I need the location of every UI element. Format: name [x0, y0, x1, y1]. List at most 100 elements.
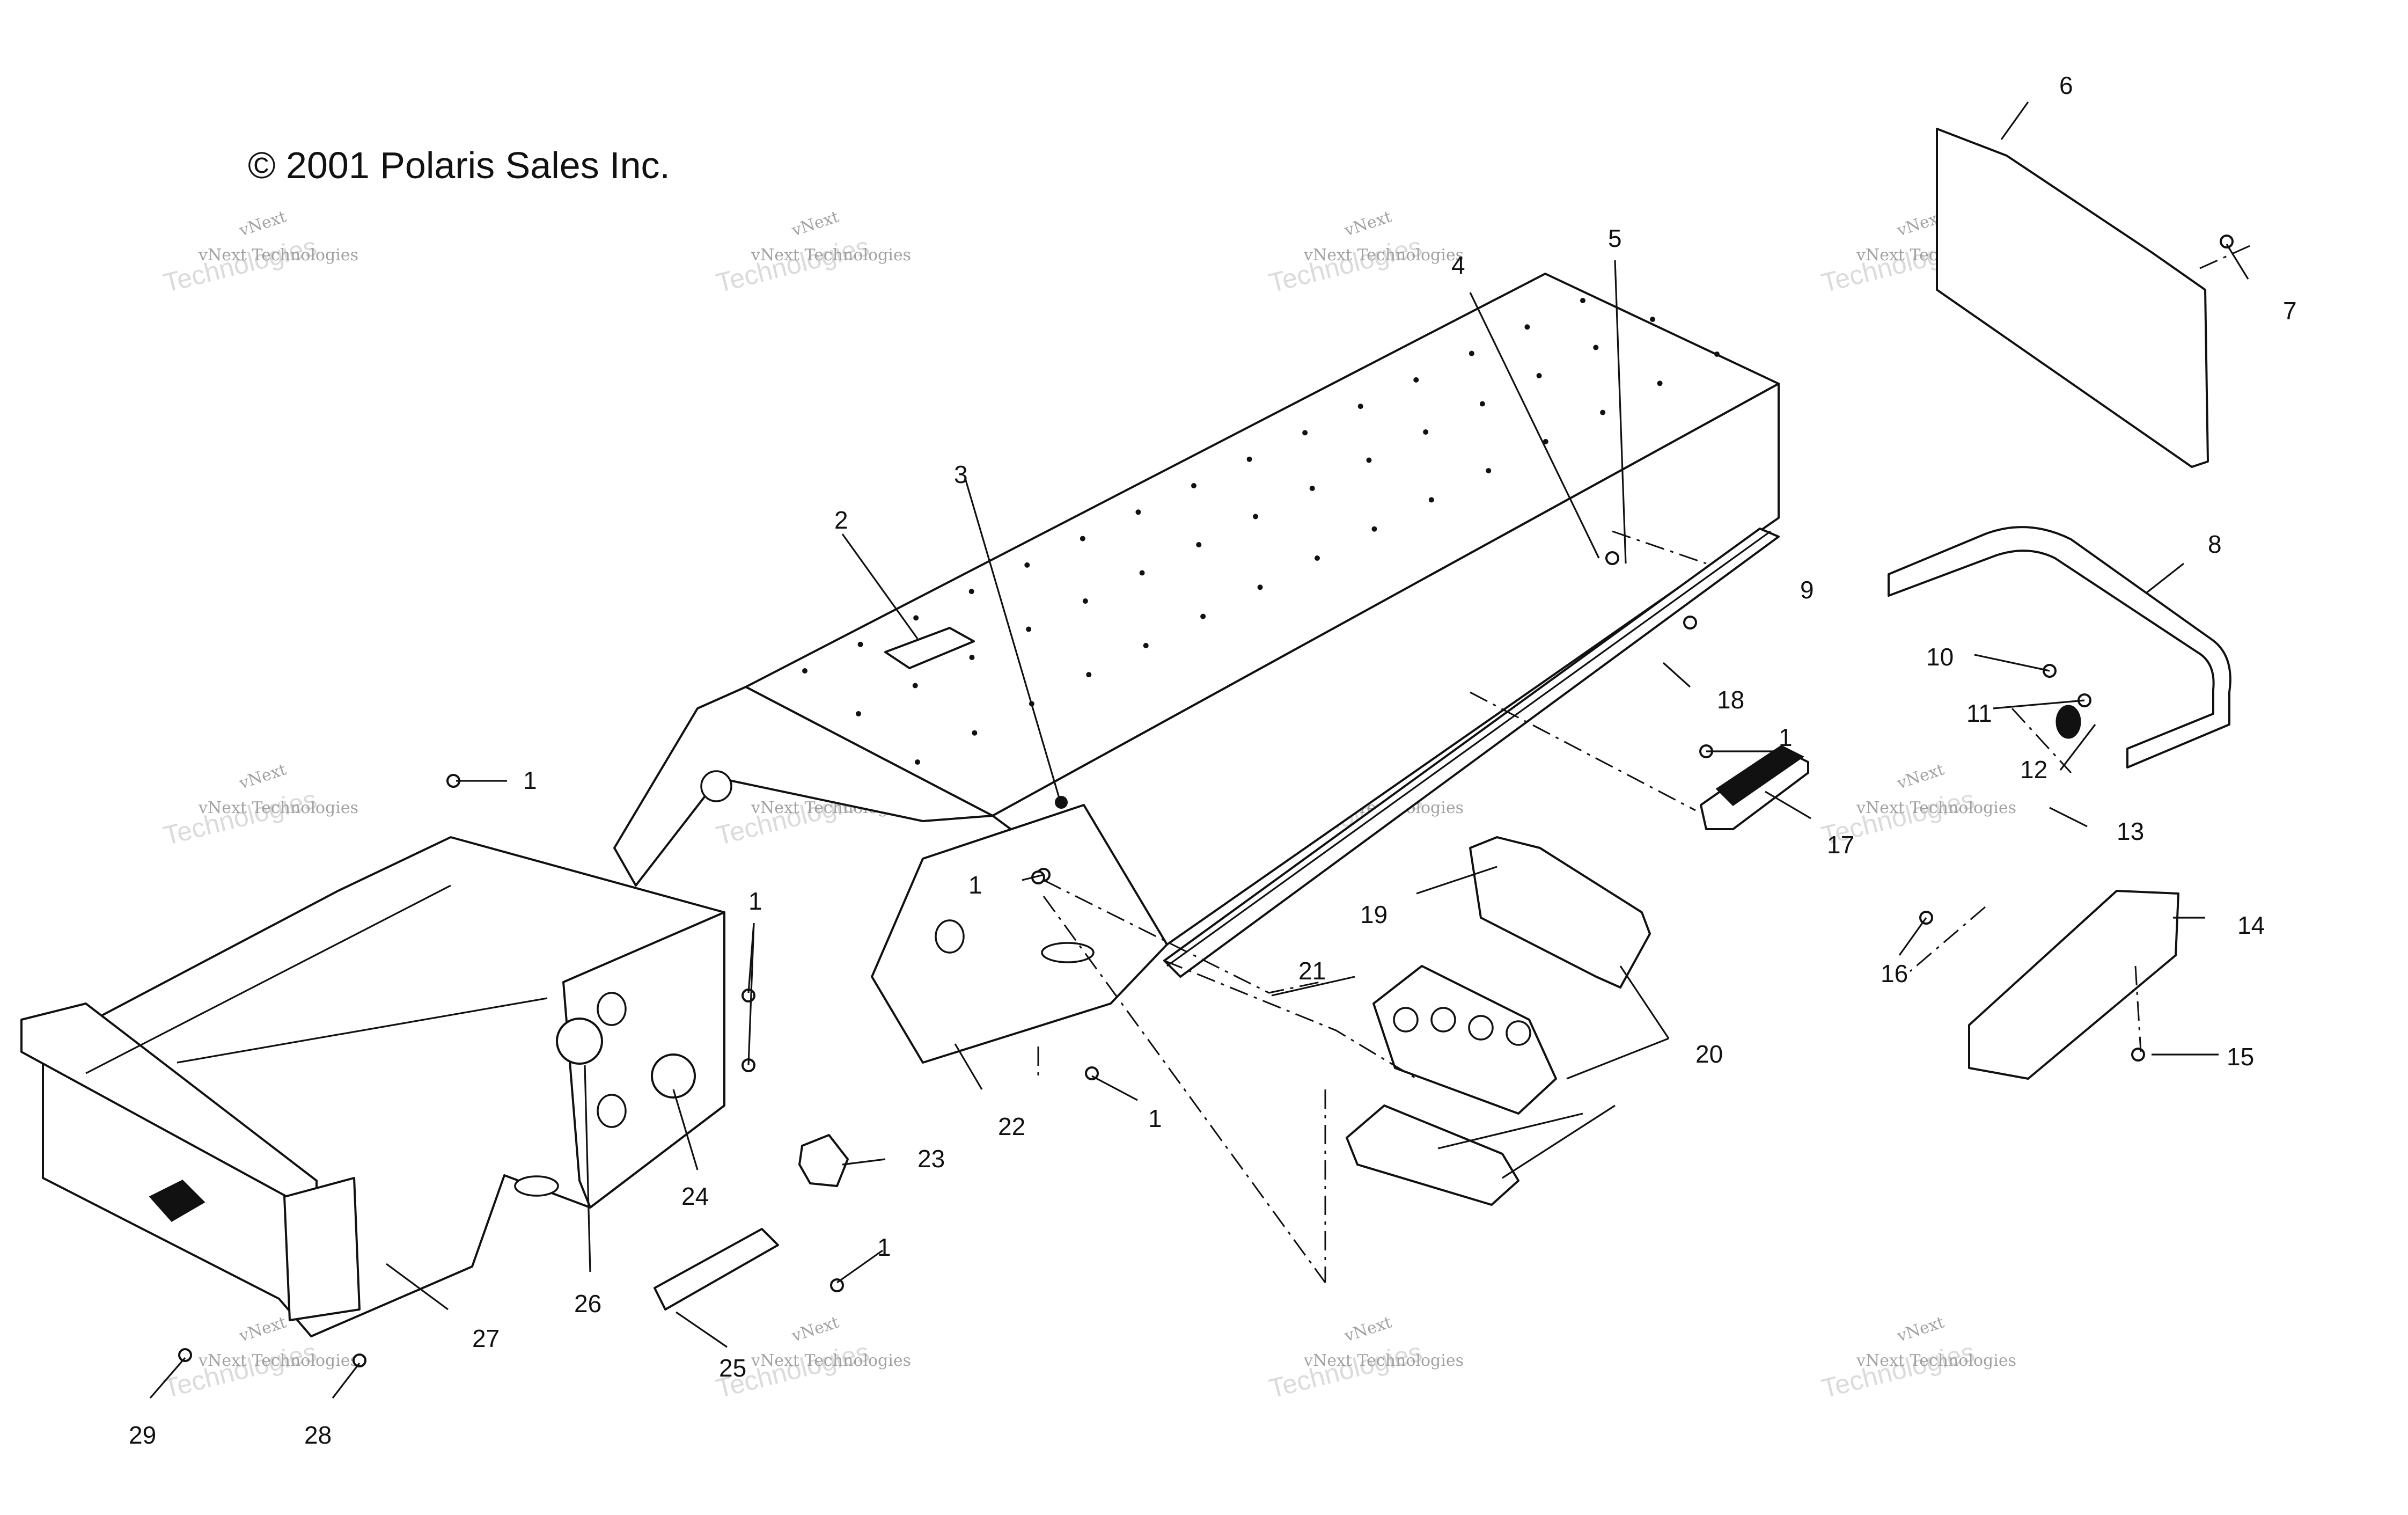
rivet-hole: [1428, 497, 1434, 503]
bolt: [1605, 551, 1619, 565]
watermark-line1: vNext: [237, 208, 289, 240]
bolt: [830, 1278, 844, 1292]
assembly-line-22: [1043, 896, 1326, 1283]
watermark-line3: Technologies: [1266, 1337, 1425, 1404]
rivet-hole: [1657, 380, 1663, 386]
bracket-hole-b: [1430, 1007, 1456, 1033]
callout-c13: 13: [2117, 817, 2144, 845]
watermark-line3: Technologies: [160, 784, 320, 851]
bearing-cover: [556, 1018, 603, 1065]
assembly-lines: [1037, 243, 2254, 1283]
leader-26: [584, 1065, 591, 1272]
callout-c15: 15: [2227, 1043, 2254, 1071]
callout-c17: 17: [1827, 831, 1854, 859]
assembly-line-9: [1612, 530, 1707, 565]
leader-22: [954, 1043, 983, 1090]
watermark-line2: vNext Technologies: [1303, 1351, 1464, 1370]
rivet-hole: [1080, 536, 1085, 541]
callout-c1e: 1: [877, 1233, 891, 1261]
rivet-hole: [1196, 542, 1202, 547]
callout-c28: 28: [304, 1421, 332, 1449]
watermark-line1: vNext: [1342, 1313, 1394, 1346]
frame-side-plate: [562, 911, 725, 1209]
rivet-hole: [913, 615, 919, 621]
frame-hole-top: [597, 992, 627, 1026]
assembly-line-7: [2199, 243, 2254, 269]
callout-c24: 24: [681, 1182, 709, 1210]
side-rail: [1163, 528, 1780, 978]
rivet-hole: [1315, 555, 1320, 561]
snow-flap: [1936, 128, 2209, 468]
callout-c22: 22: [998, 1113, 1025, 1140]
callout-c7: 7: [2283, 297, 2297, 325]
callout-c20: 20: [1695, 1040, 1723, 1068]
leader-17: [1765, 791, 1811, 819]
rivet-hole: [915, 759, 920, 765]
rivet-hole: [1543, 438, 1548, 444]
callout-c11: 11: [1966, 699, 1992, 727]
leader-19: [1416, 866, 1497, 895]
watermark-line2: vNext Technologies: [1856, 1351, 2016, 1370]
snow-flap-panel: [1936, 128, 2209, 468]
rivet-hole: [1423, 429, 1429, 435]
rivet-hole: [1191, 483, 1196, 488]
watermark-line3: Technologies: [1818, 1337, 1978, 1404]
watermark-line1: vNext: [1342, 208, 1394, 240]
callout-c8: 8: [2208, 530, 2222, 558]
rivet-hole: [912, 683, 918, 689]
front-frame: [20, 836, 725, 1337]
watermark-line2: vNext Technologies: [751, 246, 911, 265]
rivet-hole: [1086, 672, 1092, 678]
watermark-line1: vNext: [789, 1313, 841, 1346]
rivet-hole: [1024, 562, 1030, 568]
access-cover: [798, 1134, 849, 1187]
rivet-hole: [802, 668, 807, 674]
leader-3: [965, 480, 1061, 800]
frame-front-plate: [283, 1177, 361, 1321]
callout-c1b: 1: [748, 887, 762, 915]
callout-c10: 10: [1926, 643, 1954, 671]
watermark-line3: Technologies: [160, 231, 320, 298]
watermark-line1: vNext: [1895, 1313, 1947, 1346]
leader-1c: [747, 923, 755, 1066]
leader-21: [1271, 976, 1355, 997]
snow-flap-fold: [2006, 155, 2152, 253]
leader-28: [332, 1363, 361, 1399]
bracket-hole-a: [1393, 1007, 1419, 1033]
frame-hole-bottom: [597, 1094, 627, 1128]
fasteners: [178, 235, 2234, 1367]
bolt: [1683, 616, 1697, 630]
assembly-line-13: [2011, 707, 2072, 774]
rivet-hole: [857, 641, 863, 647]
motor-mount-bracket: [1346, 836, 1651, 1206]
leader-lines: [149, 101, 2249, 1399]
callout-c25: 25: [719, 1354, 746, 1382]
bolt: [1085, 1066, 1099, 1080]
bracket-hole-d: [1506, 1020, 1531, 1046]
frame-slot: [514, 1175, 559, 1197]
callout-c18: 18: [1717, 686, 1744, 714]
rivet-hole: [972, 730, 978, 736]
bottom-plate: [1346, 1104, 1519, 1206]
rivet-hole: [1309, 486, 1315, 491]
rear-bumper: [1888, 526, 2231, 769]
rivet-hole: [1413, 377, 1419, 383]
assembly-line-16: [1910, 906, 1986, 972]
callout-c19: 19: [1360, 901, 1387, 928]
callout-labels: 1111112345678910111213141516171819202122…: [129, 71, 2297, 1449]
rivet-hole: [1139, 570, 1145, 576]
rivet-holes: [802, 298, 1720, 765]
shaft-bar: [1437, 1113, 1583, 1150]
leader-12: [2059, 724, 2096, 771]
rivet-hole: [1536, 373, 1542, 378]
callout-c2: 2: [834, 506, 848, 534]
rivet-hole: [1486, 468, 1492, 474]
assembly-line-21: [1043, 879, 1320, 994]
bolt: [178, 1348, 192, 1362]
leader-18: [1662, 662, 1691, 688]
watermark-line2: vNext Technologies: [198, 1351, 358, 1370]
